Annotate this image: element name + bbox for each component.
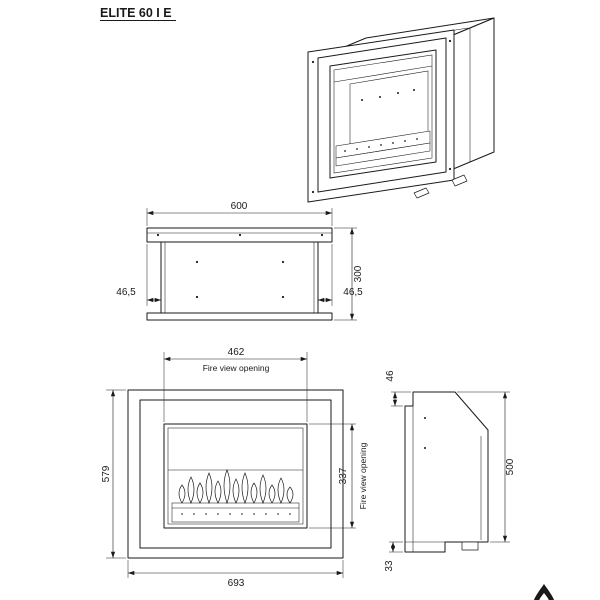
iso-deflector	[333, 65, 433, 83]
dim-462-label: 462	[228, 347, 245, 358]
dim-300: 300	[334, 227, 364, 321]
brand-logo: E▪L▪E▪M▪E▪N▪T 4	[412, 584, 555, 600]
front-outer-frame	[127, 389, 344, 559]
isometric-view	[307, 17, 495, 203]
iso-burner-front	[335, 142, 431, 167]
dim-693: 693	[127, 560, 344, 589]
iso-burner-holes	[344, 138, 418, 152]
dim-300-label: 300	[353, 265, 364, 282]
iso-foot-bracket-right	[451, 174, 468, 187]
top-bottom-strip	[146, 312, 333, 321]
front-burner-holes	[181, 513, 291, 515]
fire-view-opening-top-label: Fire view opening	[203, 363, 270, 373]
side-holes	[424, 417, 426, 449]
dim-46-5-left: 46,5	[116, 244, 161, 306]
dim-500-label: 500	[505, 458, 516, 475]
dim-462: 462 Fire view opening	[163, 347, 308, 422]
iso-foot-bracket-left	[413, 187, 430, 199]
dim-46-5-left-label: 46,5	[116, 287, 136, 298]
side-view: 46 500 33	[384, 370, 516, 572]
front-view: 462 Fire view opening 579 693 337 Fire v…	[101, 347, 368, 589]
dim-337: 337 Fire view opening	[309, 423, 368, 529]
dim-579-label: 579	[101, 465, 112, 482]
flame-icon	[533, 584, 555, 600]
top-view-holes	[156, 233, 324, 299]
front-inner-frame	[139, 399, 332, 549]
dim-693-label: 693	[228, 578, 245, 589]
top-view: 600 300 46,5 46,5	[116, 201, 364, 321]
dim-337-label: 337	[338, 467, 349, 484]
dim-46-5-right-label: 46,5	[343, 287, 363, 298]
dim-33: 33	[384, 541, 403, 572]
iso-backwall-holes	[361, 89, 415, 101]
front-burner-tray	[171, 502, 300, 523]
side-outline	[404, 391, 489, 553]
dim-33-label: 33	[384, 560, 395, 572]
iso-flange-screws	[311, 39, 452, 194]
side-bottom-bracket	[461, 541, 479, 551]
front-opening-inner	[167, 427, 304, 525]
dim-579: 579	[101, 389, 126, 559]
fire-view-opening-side-label: Fire view opening	[358, 442, 368, 509]
dim-500: 500	[457, 391, 516, 543]
dim-600: 600	[146, 201, 333, 226]
dim-600-label: 600	[231, 201, 248, 212]
dim-46-5-right: 46,5	[318, 244, 363, 306]
dim-46: 46	[385, 370, 411, 407]
iso-glass-inner	[333, 54, 433, 174]
page-title: ELITE 60 I E	[100, 6, 172, 20]
top-body	[160, 241, 319, 314]
title-block: ELITE 60 I E	[100, 6, 176, 21]
front-opening-outer	[163, 423, 308, 529]
front-flames	[178, 469, 294, 505]
dim-46-label: 46	[385, 370, 396, 382]
